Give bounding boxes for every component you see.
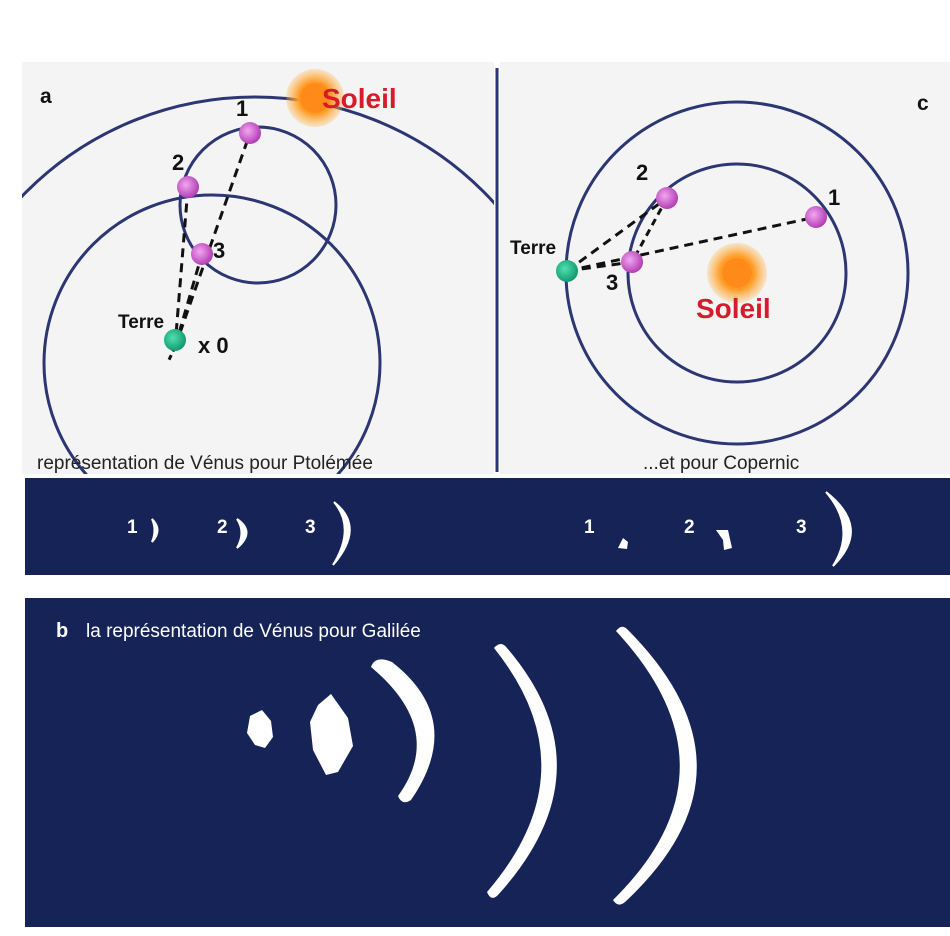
venus-planet-icon bbox=[656, 187, 678, 209]
phases-strip: 1 2 3 1 2 3 bbox=[25, 478, 950, 575]
position-label-2: 2 bbox=[172, 150, 184, 175]
venus-planet-icon bbox=[191, 243, 213, 265]
venus-orbit bbox=[626, 162, 848, 384]
phase-ptolemy-2 bbox=[236, 518, 248, 549]
venus-planet-icon bbox=[177, 176, 199, 198]
panel-c-caption: ...et pour Copernic bbox=[643, 453, 799, 474]
sight-line-2 bbox=[173, 186, 190, 348]
position-label-1: 1 bbox=[828, 185, 840, 210]
panel-b-title: la représentation de Vénus pour Galilée bbox=[86, 621, 421, 642]
earth-icon bbox=[164, 329, 186, 351]
galileo-phase-1 bbox=[247, 710, 273, 748]
panel-b-background bbox=[25, 598, 950, 927]
phase-label-copernicus-2: 2 bbox=[684, 517, 695, 538]
position-label-1: 1 bbox=[236, 96, 248, 121]
center-mark: x 0 bbox=[198, 333, 229, 358]
phase-copernicus-1 bbox=[618, 538, 628, 549]
phase-ptolemy-3 bbox=[332, 501, 351, 566]
panel-galileo: b la représentation de Vénus pour Galilé… bbox=[25, 598, 950, 927]
sight-line-1 bbox=[173, 132, 252, 348]
position-label-2: 2 bbox=[636, 160, 648, 185]
panel-ptolemy: Soleil 1 2 3 Terre x 0 a représentation … bbox=[22, 62, 494, 474]
sun-label: Soleil bbox=[696, 293, 771, 324]
galileo-phase-4 bbox=[487, 644, 557, 898]
earth-label: Terre bbox=[510, 238, 556, 259]
sun-orbit bbox=[22, 95, 494, 206]
venus-planet-icon bbox=[805, 206, 827, 228]
phase-label-copernicus-1: 1 bbox=[584, 517, 595, 538]
venus-planet-icon bbox=[621, 251, 643, 273]
sun-label: Soleil bbox=[322, 83, 397, 114]
galileo-phase-2 bbox=[310, 694, 353, 775]
panel-a-caption: représentation de Vénus pour Ptolémée bbox=[37, 453, 373, 474]
phase-label-ptolemy-3: 3 bbox=[305, 517, 316, 538]
position-label-3: 3 bbox=[213, 238, 225, 263]
phases-strip-background bbox=[25, 478, 950, 575]
venus-planet-icon bbox=[239, 122, 261, 144]
panel-b-letter: b bbox=[56, 620, 68, 642]
sun-icon bbox=[707, 243, 767, 303]
galileo-phase-5 bbox=[613, 626, 697, 905]
phase-label-ptolemy-2: 2 bbox=[217, 517, 228, 538]
earth-icon bbox=[556, 260, 578, 282]
phase-label-copernicus-3: 3 bbox=[796, 517, 807, 538]
earth-label: Terre bbox=[118, 312, 164, 333]
sun-icon bbox=[286, 69, 344, 127]
sight-line-3 bbox=[566, 260, 633, 273]
panel-a-background bbox=[22, 62, 494, 474]
position-label-3: 3 bbox=[606, 270, 618, 295]
galileo-phase-3 bbox=[371, 659, 435, 803]
phase-copernicus-3 bbox=[825, 491, 852, 567]
panel-a-letter: a bbox=[40, 85, 52, 108]
deferent-circle bbox=[42, 193, 382, 474]
phase-copernicus-2 bbox=[716, 530, 732, 550]
sight-line-1 bbox=[566, 215, 817, 273]
phase-label-ptolemy-1: 1 bbox=[127, 517, 138, 538]
panel-copernicus: Soleil 1 2 3 Terre c ...et pour Copernic bbox=[500, 62, 950, 474]
phase-ptolemy-1 bbox=[151, 518, 159, 543]
sight-line-2-3 bbox=[630, 197, 669, 263]
panel-c-letter: c bbox=[917, 92, 929, 115]
sight-line-2 bbox=[566, 196, 668, 273]
